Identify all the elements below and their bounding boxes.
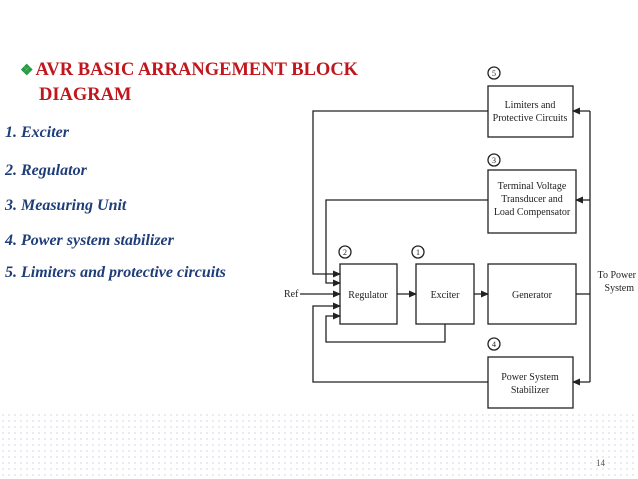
pss-number-circle	[487, 337, 501, 351]
ref-label: Ref	[284, 289, 299, 300]
title-line-1: AVR BASIC ARRANGEMENT BLOCK	[35, 60, 359, 80]
list-item: 1. Exciter	[5, 124, 69, 141]
terminal-feedback-line	[325, 199, 488, 287]
list-item: 3. Measuring Unit	[5, 197, 127, 214]
exciter-number-circle	[411, 245, 425, 259]
limiters-label-line1: Limiters and	[505, 100, 556, 111]
terminal-number-circle	[487, 153, 501, 167]
exciter-feedback-line	[325, 312, 446, 343]
terminal-number: 3	[492, 156, 496, 165]
pss-number: 4	[492, 340, 496, 349]
title-line-2: DIAGRAM	[39, 85, 132, 105]
output-label-line2: System	[605, 283, 635, 294]
diamond-bullet-icon: ❖	[20, 63, 34, 79]
pss-label-line1: Power System	[501, 372, 559, 383]
limiters-block	[487, 85, 574, 138]
limiters-label-line2: Protective Circuits	[493, 113, 568, 124]
limiters-number-circle	[487, 66, 501, 80]
page-number: 14	[596, 458, 605, 468]
regulator-label: Regulator	[348, 290, 388, 301]
pss-feedback-line	[312, 302, 488, 383]
terminal-label-line2: Transducer and	[501, 194, 563, 205]
regulator-number-circle	[338, 245, 352, 259]
regulator-number: 2	[343, 248, 347, 257]
exciter-label: Exciter	[431, 290, 461, 301]
generator-label: Generator	[512, 290, 553, 301]
terminal-label-line3: Load Compensator	[494, 207, 571, 218]
list-item: 2. Regulator	[5, 162, 87, 179]
exciter-number: 1	[416, 248, 420, 257]
limiters-number: 5	[492, 69, 496, 78]
terminal-label-line1: Terminal Voltage	[498, 181, 567, 192]
slide-title: ❖AVR BASIC ARRANGEMENT BLOCK DIAGRAM	[20, 58, 400, 107]
output-label-line1: To Power	[598, 270, 637, 281]
list-item: 5. Limiters and protective circuits	[5, 264, 226, 281]
list-item: 4. Power system stabilizer	[5, 232, 174, 249]
footer-dotted-band	[0, 412, 638, 479]
pss-label-line2: Stabilizer	[511, 385, 550, 396]
